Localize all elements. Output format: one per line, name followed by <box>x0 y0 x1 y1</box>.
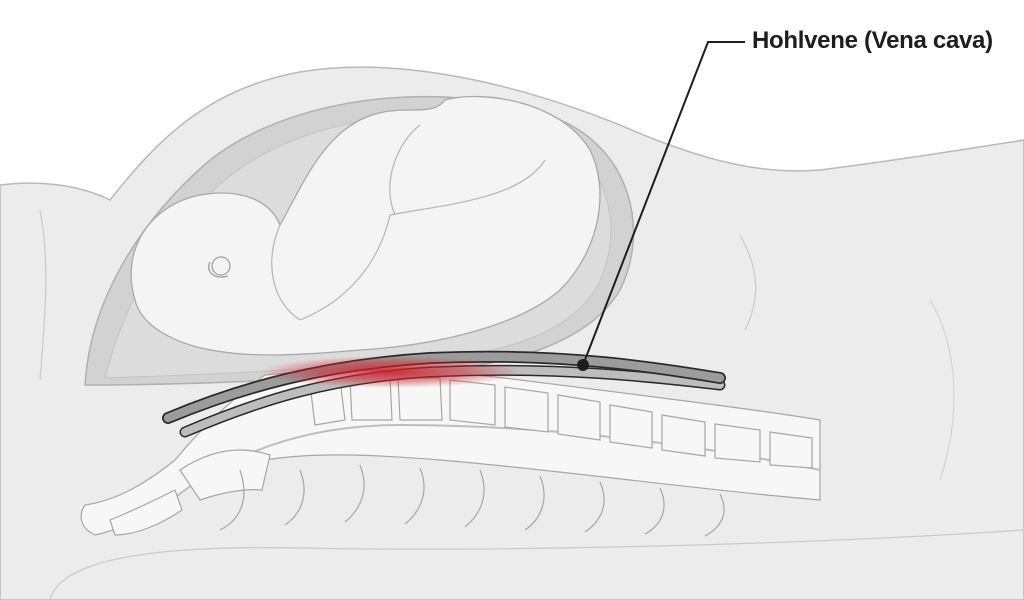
leader-dot-icon <box>577 359 589 371</box>
spine-icon <box>80 369 821 537</box>
callout-leader <box>577 41 745 371</box>
vena-cava-icon <box>162 350 726 438</box>
vena-cava-label: Hohlvene (Vena cava) <box>752 27 993 54</box>
fetus-icon <box>130 95 601 356</box>
compression-highlight <box>260 356 520 388</box>
